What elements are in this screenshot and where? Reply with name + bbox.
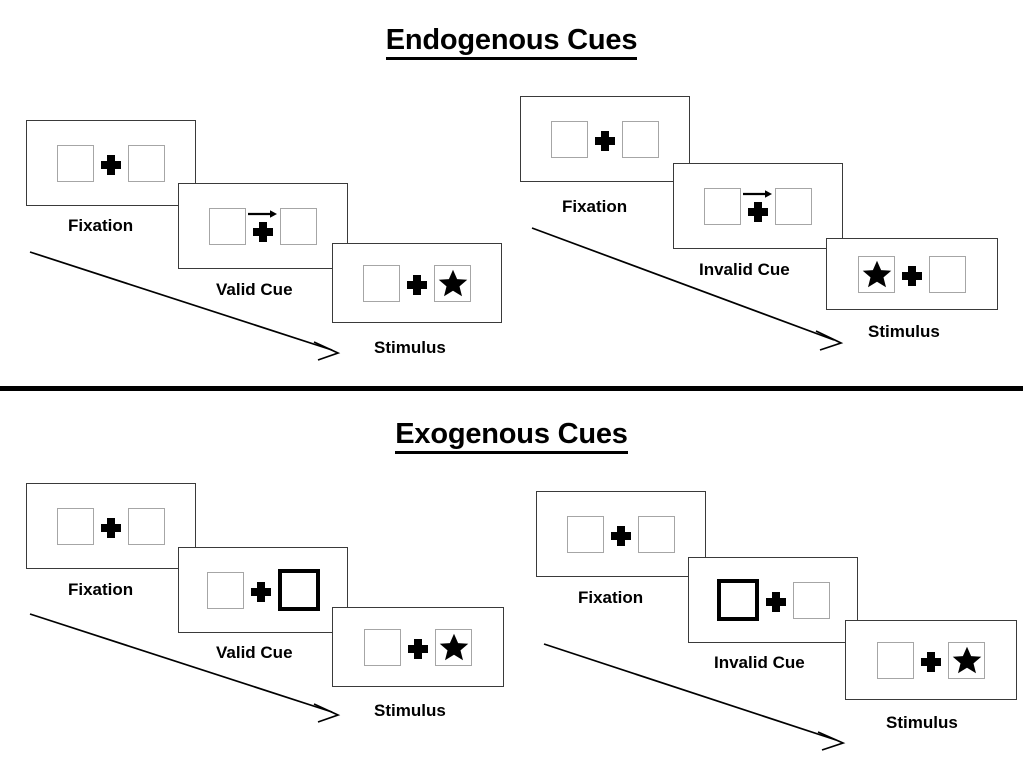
right-placeholder-box — [128, 144, 165, 182]
fixation-cross-icon — [400, 263, 434, 303]
left-placeholder-box — [877, 641, 914, 679]
right-arrow-icon — [248, 210, 277, 218]
fixation-cross-icon — [244, 570, 278, 610]
left-placeholder-box — [57, 507, 94, 545]
fixation-cross-icon — [759, 580, 793, 620]
fixation-cross-icon — [588, 119, 622, 159]
label-endogenous-invalid-fixation: Fixation — [562, 197, 628, 216]
star-icon — [862, 260, 891, 288]
frame-endogenous-invalid-cue[interactable] — [673, 163, 843, 249]
label-exogenous-valid-cue: Valid Cue — [216, 643, 293, 662]
label-endogenous-valid-cue: Valid Cue — [216, 280, 293, 299]
frame-exogenous-valid-cue[interactable] — [178, 547, 348, 633]
fixation-cross-icon — [914, 640, 948, 680]
right-placeholder-box — [929, 255, 966, 293]
label-exogenous-invalid-fixation: Fixation — [578, 588, 644, 607]
frame-content — [567, 514, 675, 554]
right-placeholder-box — [638, 515, 675, 553]
left-placeholder-box-cued — [716, 579, 759, 621]
right-placeholder-box — [435, 628, 472, 666]
fixation-cross-icon — [94, 506, 128, 546]
frame-content — [363, 263, 471, 303]
right-placeholder-box — [280, 207, 317, 245]
frame-exogenous-invalid-fixation[interactable] — [536, 491, 706, 577]
time-flow-arrow-icon — [29, 613, 341, 723]
frame-exogenous-valid-fixation[interactable] — [26, 483, 196, 569]
fixation-cross-icon — [401, 627, 435, 667]
label-endogenous-invalid-stimulus: Stimulus — [868, 322, 940, 341]
right-placeholder-box — [948, 641, 985, 679]
frame-content — [877, 640, 985, 680]
section-title-exogenous: Exogenous Cues — [0, 418, 1023, 454]
label-endogenous-invalid-cue: Invalid Cue — [699, 260, 790, 279]
section-title-endogenous-text: Endogenous Cues — [385, 24, 637, 60]
frame-content — [716, 579, 830, 621]
frame-exogenous-valid-stimulus[interactable] — [332, 607, 504, 687]
right-placeholder-box — [128, 507, 165, 545]
right-arrow-icon — [743, 190, 772, 198]
left-placeholder-box — [57, 144, 94, 182]
left-placeholder-box — [858, 255, 895, 293]
left-placeholder-box — [206, 571, 244, 609]
frame-endogenous-valid-fixation[interactable] — [26, 120, 196, 206]
section-title-endogenous: Endogenous Cues — [0, 24, 1023, 60]
frame-content — [704, 186, 812, 226]
frame-content — [858, 254, 966, 294]
time-flow-arrow-icon — [531, 227, 844, 351]
fixation-cross-icon — [246, 206, 280, 246]
right-placeholder-box — [775, 187, 812, 225]
fixation-cross-icon — [895, 254, 929, 294]
right-placeholder-box — [792, 581, 830, 619]
frame-content — [206, 569, 320, 611]
frame-content — [209, 206, 317, 246]
fixation-cross-icon — [94, 143, 128, 183]
label-exogenous-invalid-stimulus: Stimulus — [886, 713, 958, 732]
frame-content — [551, 119, 659, 159]
right-placeholder-box-cued — [277, 569, 320, 611]
frame-content — [57, 143, 165, 183]
label-exogenous-valid-stimulus: Stimulus — [374, 701, 446, 720]
label-endogenous-valid-fixation: Fixation — [68, 216, 134, 235]
time-flow-arrow-icon — [543, 643, 846, 751]
right-placeholder-box — [434, 264, 471, 302]
star-icon — [439, 633, 468, 661]
frame-endogenous-valid-cue[interactable] — [178, 183, 348, 269]
left-placeholder-box — [567, 515, 604, 553]
frame-endogenous-valid-stimulus[interactable] — [332, 243, 502, 323]
left-placeholder-box — [551, 120, 588, 158]
frame-exogenous-invalid-cue[interactable] — [688, 557, 858, 643]
label-exogenous-invalid-cue: Invalid Cue — [714, 653, 805, 672]
label-endogenous-valid-stimulus: Stimulus — [374, 338, 446, 357]
time-flow-arrow-icon — [29, 251, 341, 361]
fixation-cross-icon — [741, 186, 775, 226]
star-icon — [952, 646, 981, 674]
left-placeholder-box — [363, 264, 400, 302]
frame-endogenous-invalid-stimulus[interactable] — [826, 238, 998, 310]
section-title-exogenous-text: Exogenous Cues — [395, 418, 628, 454]
left-placeholder-box — [364, 628, 401, 666]
star-icon — [438, 269, 467, 297]
left-placeholder-box — [209, 207, 246, 245]
frame-content — [57, 506, 165, 546]
fixation-cross-icon — [604, 514, 638, 554]
frame-content — [364, 627, 472, 667]
section-divider — [0, 386, 1023, 391]
frame-exogenous-invalid-stimulus[interactable] — [845, 620, 1017, 700]
right-placeholder-box — [622, 120, 659, 158]
label-exogenous-valid-fixation: Fixation — [68, 580, 134, 599]
left-placeholder-box — [704, 187, 741, 225]
frame-endogenous-invalid-fixation[interactable] — [520, 96, 690, 182]
